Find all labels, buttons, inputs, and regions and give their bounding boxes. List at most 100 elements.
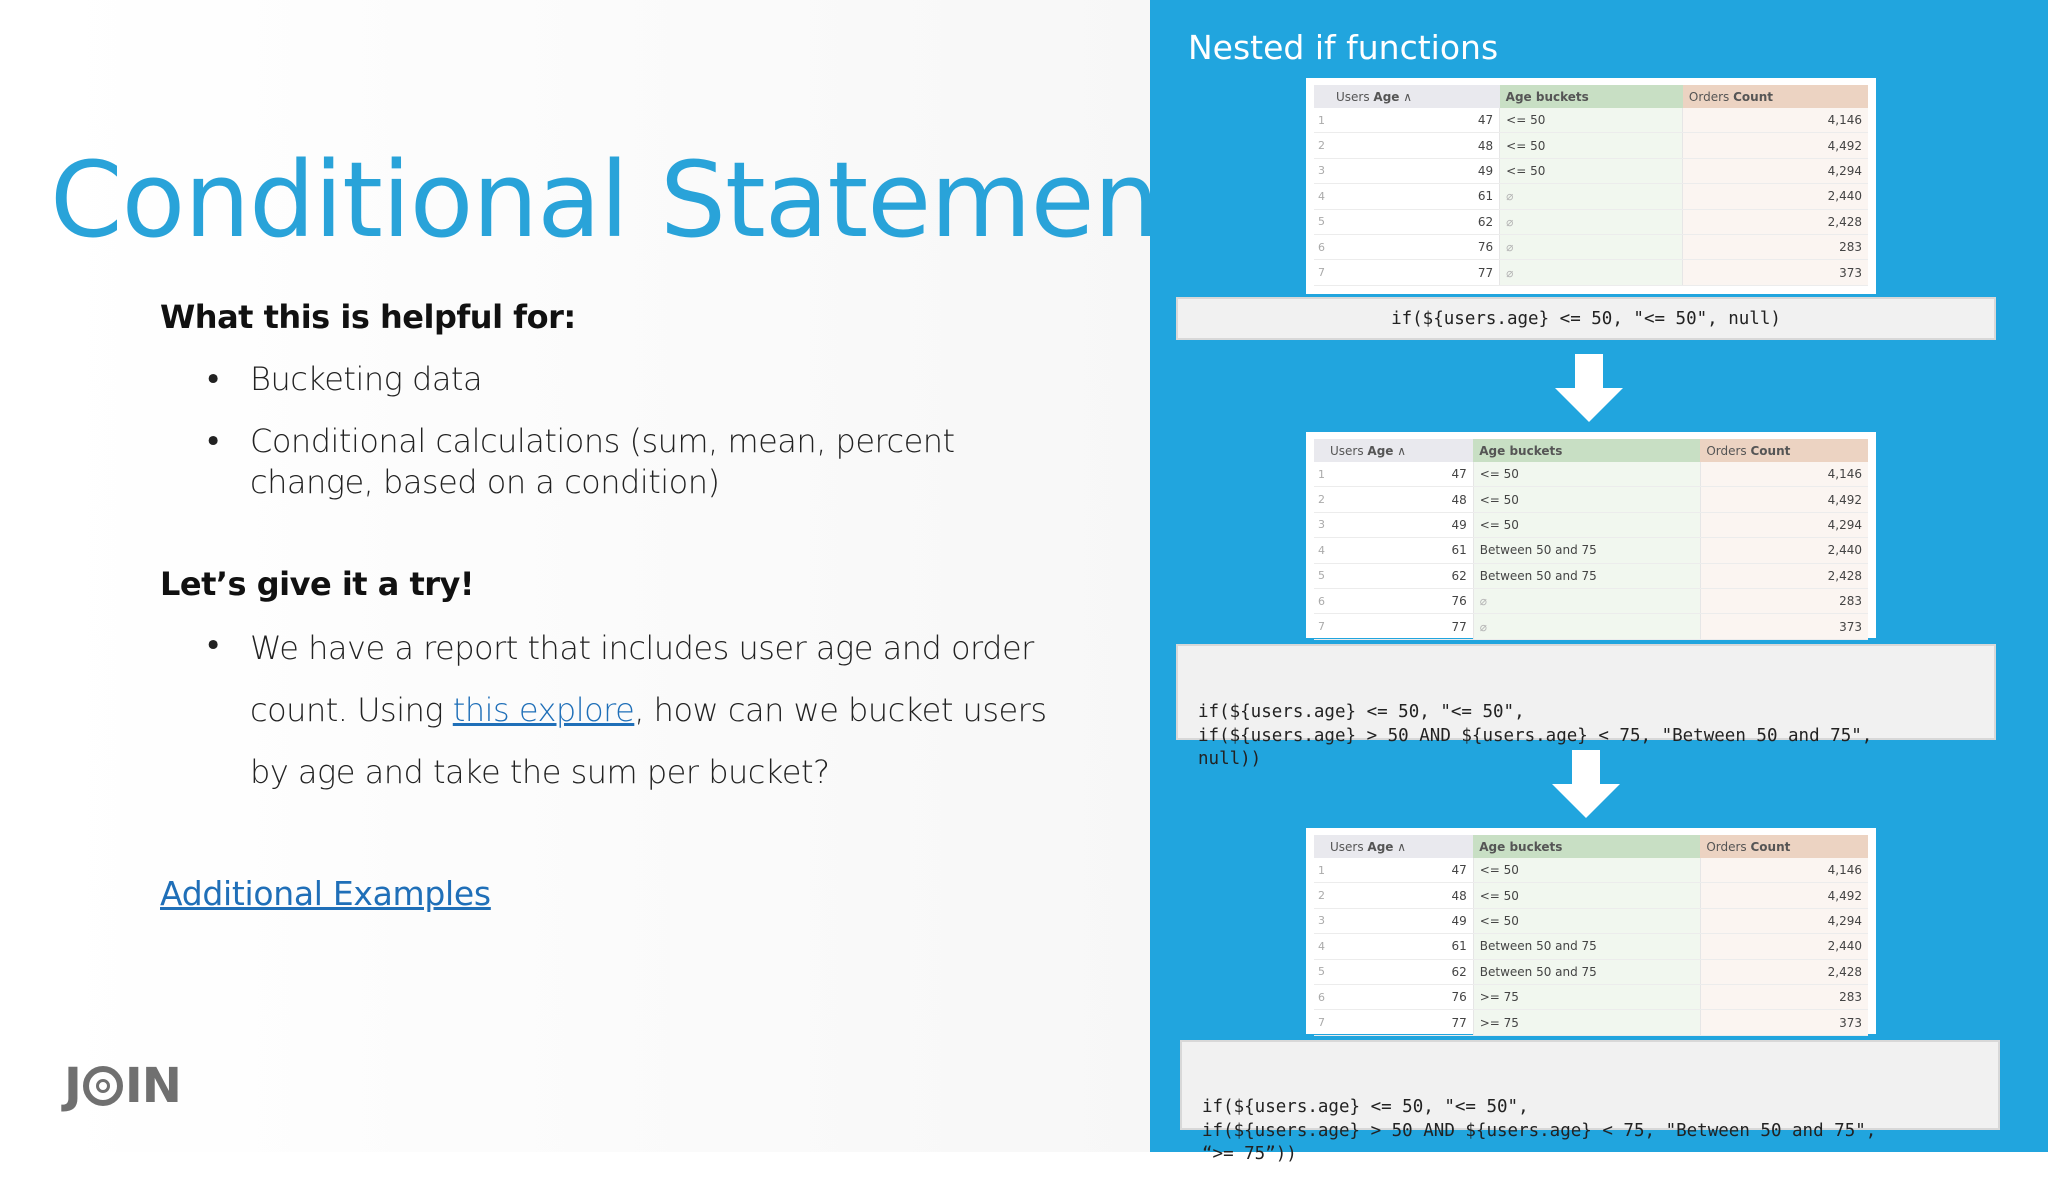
header-orders-count[interactable]: Orders Count (1700, 835, 1868, 858)
orders-count-cell: 4,294 (1700, 512, 1868, 539)
orders-count-cell: 4,146 (1700, 462, 1868, 488)
orders-count-cell: 4,146 (1700, 858, 1868, 884)
orders-count-cell: 2,428 (1700, 563, 1868, 589)
orders-count-cell: 4,492 (1682, 132, 1868, 159)
helpful-item-2-line1: Conditional calculations (sum, mean, per… (250, 422, 955, 460)
age-bucket-cell: <= 50 (1473, 908, 1701, 935)
age-bucket-cell: <= 50 (1473, 512, 1701, 539)
age-bucket-cell: <= 50 (1499, 132, 1684, 159)
header-orders-count[interactable]: Orders Count (1682, 85, 1868, 108)
users-age-cell: 48 (1330, 882, 1474, 909)
panel-title: Nested if functions (1188, 28, 1499, 67)
header-users-age[interactable]: Users Age ∧ (1314, 835, 1474, 858)
users-age-cell: 49 (1330, 158, 1501, 185)
row-number: 1 (1314, 108, 1330, 134)
logo-o-icon (82, 1066, 123, 1106)
row-number: 7 (1314, 1009, 1330, 1036)
sort-up-icon: ∧ (1397, 443, 1407, 458)
header-orders-count[interactable]: Orders Count (1700, 439, 1868, 462)
users-age-cell: 61 (1330, 183, 1501, 210)
age-bucket-cell: <= 50 (1473, 858, 1701, 884)
row-number: 4 (1314, 183, 1330, 210)
users-age-cell: 62 (1330, 209, 1501, 235)
sort-up-icon: ∧ (1403, 89, 1413, 104)
try-line-2-pre: count. Using (250, 691, 453, 729)
users-age-cell: 49 (1330, 908, 1474, 935)
header-age-buckets[interactable]: Age buckets (1499, 85, 1683, 108)
users-age-cell: 61 (1330, 537, 1474, 564)
code-block-1: if(${users.age} <= 50, "<= 50", null) (1176, 297, 1996, 340)
try-line-3: by age and take the sum per bucket? (250, 753, 830, 791)
helpful-item-2: Conditional calculations (sum, mean, per… (250, 421, 955, 503)
code-block-3: if(${users.age} <= 50, "<= 50",if(${user… (1180, 1040, 2000, 1164)
orders-count-cell: 373 (1700, 1009, 1868, 1036)
age-bucket-cell: ⌀ (1473, 613, 1701, 640)
orders-count-cell: 4,492 (1700, 882, 1868, 909)
row-number: 7 (1314, 613, 1330, 640)
orders-count-cell: 4,294 (1700, 908, 1868, 935)
orders-count-cell: 283 (1682, 234, 1868, 261)
users-age-cell: 49 (1330, 512, 1474, 539)
slide-title: Conditional Statements (50, 139, 1252, 261)
users-age-cell: 61 (1330, 933, 1474, 960)
users-age-cell: 47 (1330, 108, 1501, 134)
row-number: 6 (1314, 588, 1330, 615)
users-age-cell: 62 (1330, 959, 1474, 985)
header-users-age[interactable]: Users Age ∧ (1314, 439, 1474, 462)
users-age-cell: 76 (1330, 234, 1501, 261)
this-explore-link[interactable]: this explore (452, 691, 635, 729)
orders-count-cell: 4,294 (1682, 158, 1868, 185)
age-bucket-cell: ⌀ (1473, 588, 1701, 615)
age-bucket-cell: Between 50 and 75 (1473, 933, 1701, 960)
header-age-buckets[interactable]: Age buckets (1473, 835, 1701, 858)
users-age-cell: 48 (1330, 132, 1501, 159)
orders-count-cell: 373 (1700, 613, 1868, 640)
age-bucket-cell: >= 75 (1473, 984, 1701, 1011)
helpful-heading: What this is helpful for: (160, 298, 576, 336)
orders-count-cell: 2,428 (1700, 959, 1868, 985)
header-age-buckets[interactable]: Age buckets (1473, 439, 1701, 462)
bullet-1: • (204, 362, 223, 398)
bullet-2: • (204, 424, 223, 460)
slide-background (50, 0, 1150, 1152)
row-number: 6 (1314, 234, 1330, 261)
age-bucket-cell: <= 50 (1473, 882, 1701, 909)
users-age-cell: 77 (1330, 1009, 1474, 1036)
age-bucket-cell: Between 50 and 75 (1473, 959, 1701, 985)
orders-count-cell: 2,440 (1700, 537, 1868, 564)
additional-examples-link[interactable]: Additional Examples (160, 874, 491, 913)
header-users-age[interactable]: Users Age ∧ (1314, 85, 1500, 108)
users-age-cell: 47 (1330, 858, 1474, 884)
age-bucket-cell: Between 50 and 75 (1473, 537, 1701, 564)
age-bucket-cell: <= 50 (1473, 486, 1701, 513)
row-number: 2 (1314, 882, 1330, 909)
users-age-cell: 76 (1330, 984, 1474, 1011)
users-age-cell: 48 (1330, 486, 1474, 513)
row-number: 7 (1314, 259, 1330, 286)
orders-count-cell: 4,146 (1682, 108, 1868, 134)
users-age-cell: 62 (1330, 563, 1474, 589)
